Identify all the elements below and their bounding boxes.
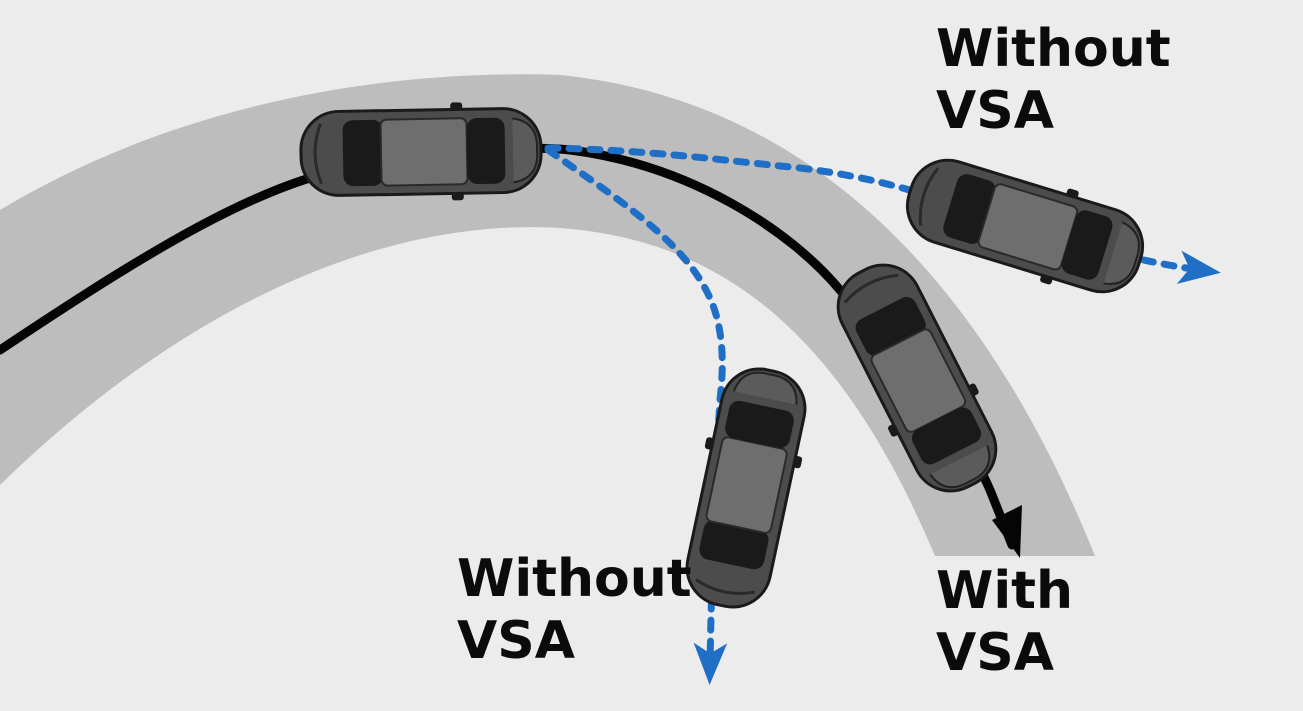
- label-line-2: VSA: [936, 81, 1054, 141]
- label-line-2: VSA: [457, 611, 575, 671]
- label-line-1: Without: [457, 549, 692, 609]
- label-without-vsa-bottom: Without VSA: [457, 548, 692, 672]
- label-line-1: With: [936, 561, 1074, 621]
- car-start-icon: [298, 99, 544, 205]
- vsa-arrowhead: [992, 505, 1022, 558]
- label-without-vsa-top: Without VSA: [936, 18, 1171, 142]
- label-line-2: VSA: [936, 623, 1054, 683]
- car-oversteer-icon: [671, 358, 821, 618]
- label-with-vsa: With VSA: [936, 560, 1073, 684]
- label-line-1: Without: [936, 19, 1171, 79]
